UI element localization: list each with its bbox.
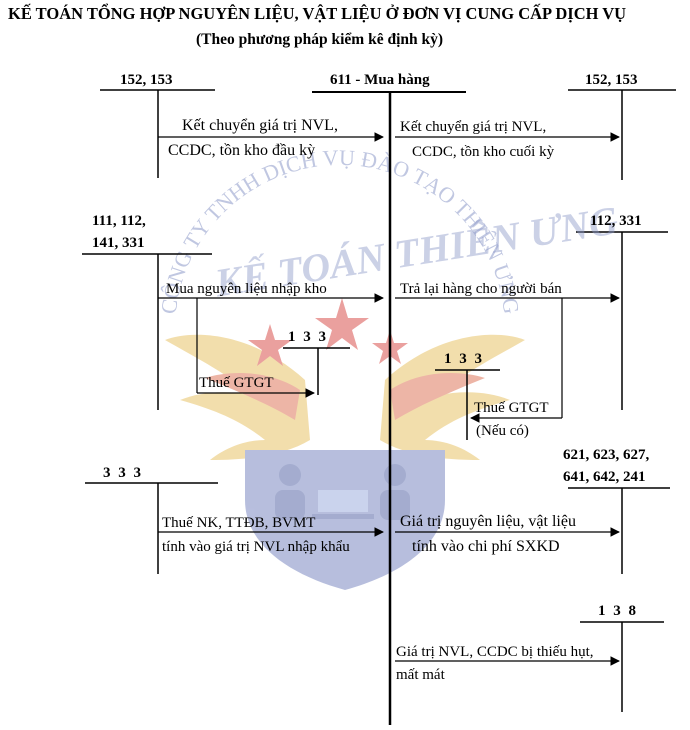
- shortage-entry-line1: Giá trị NVL, CCDC bị thiếu hụt,: [396, 644, 594, 660]
- page-title: KẾ TOÁN TỔNG HỢP NGUYÊN LIỆU, VẬT LIỆU Ở…: [8, 4, 627, 23]
- account-621-label-line1: 621, 623, 627,: [563, 447, 650, 463]
- expense-entry-line2: tính vào chi phí SXKD: [412, 538, 560, 555]
- vat-return-note: (Nếu có): [476, 423, 529, 439]
- expense-entry-line1: Giá trị nguyên liệu, vật liệu: [400, 513, 576, 530]
- closing-entry-line2: CCDC, tồn kho cuối kỳ: [412, 144, 555, 160]
- page-subtitle: (Theo phương pháp kiểm kê định kỳ): [196, 31, 444, 48]
- purchase-entry: Mua nguyên liệu nhập kho: [166, 281, 327, 297]
- return-entry: Trả lại hàng cho người bán: [400, 281, 562, 297]
- account-133-a-label: 1 3 3: [288, 329, 328, 345]
- account-611-label: 611 - Mua hàng: [330, 72, 430, 88]
- account-152-left-label: 152, 153: [120, 72, 173, 88]
- account-111-label-line1: 111, 112,: [92, 213, 146, 229]
- import-tax-entry-line2: tính vào giá trị NVL nhập khẩu: [162, 539, 350, 555]
- account-138-label: 1 3 8: [598, 603, 638, 619]
- opening-entry-line1: Kết chuyển giá trị NVL,: [182, 117, 338, 134]
- closing-entry-line1: Kết chuyển giá trị NVL,: [400, 119, 547, 135]
- account-621-label-line2: 641, 642, 241: [563, 469, 646, 485]
- import-tax-entry-line1: Thuế NK, TTĐB, BVMT: [162, 515, 316, 531]
- account-112-right-label: 112, 331: [590, 213, 642, 229]
- account-333-label: 3 3 3: [103, 465, 143, 481]
- account-133-b-label: 1 3 3: [444, 351, 484, 367]
- stars-icon: [248, 298, 408, 366]
- shortage-entry-line2: mất mát: [396, 667, 445, 683]
- account-152-right-label: 152, 153: [585, 72, 638, 88]
- wings-icon: [165, 334, 525, 460]
- vat-in-entry: Thuế GTGT: [199, 375, 274, 391]
- account-111-label-line2: 141, 331: [92, 235, 145, 251]
- opening-entry-line2: CCDC, tồn kho đầu kỳ: [168, 142, 316, 159]
- vat-return-entry: Thuế GTGT: [474, 400, 549, 416]
